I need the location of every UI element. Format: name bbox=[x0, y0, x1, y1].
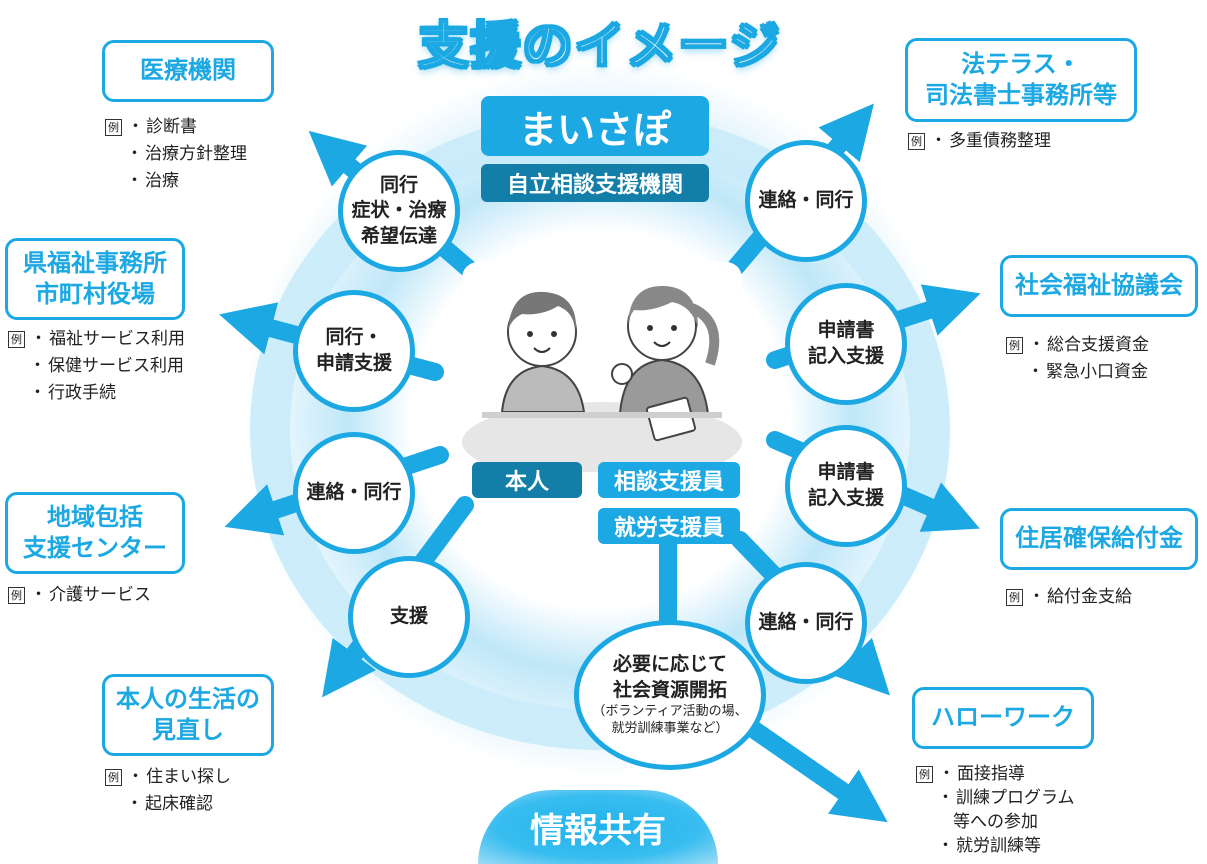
examples-medical: 例・診断書 ・治療方針整理 ・治療 bbox=[105, 114, 247, 195]
action-circle-welfare-office: 同行・ 申請支援 bbox=[293, 290, 415, 412]
center-name-badge: まいさぽ bbox=[481, 96, 709, 156]
examples-community: 例・介護サービス bbox=[8, 582, 151, 609]
person-label: 本人 bbox=[472, 462, 582, 498]
example-item: 等への参加 bbox=[953, 812, 1038, 832]
org-community-label-2: 支援センター bbox=[23, 534, 167, 562]
example-item: 例・福祉サービス利用 bbox=[8, 326, 185, 353]
example-item: ・緊急小口資金 bbox=[1027, 362, 1148, 382]
example-mark-icon: 例 bbox=[8, 586, 25, 604]
center-subtitle-badge: 自立相談支援機関 bbox=[481, 164, 709, 202]
action-text: 同行 症状・治療 希望伝達 bbox=[351, 173, 447, 247]
org-social-welfare-label: 社会福祉協議会 bbox=[1015, 271, 1183, 300]
diagram-title: 支援のイメージ bbox=[418, 16, 782, 76]
example-item: ・就労訓練等 bbox=[937, 836, 1041, 856]
example-item: ・治療 bbox=[126, 171, 179, 191]
action-circle-hellowork: 連絡・同行 bbox=[745, 562, 867, 684]
action-circle-social-welfare: 申請書 記入支援 bbox=[785, 283, 907, 405]
org-legal: 法テラス・ 司法書士事務所等 bbox=[905, 38, 1137, 122]
action-circle-resource: 必要に応じて 社会資源開拓 （ボランティア活動の場、 就労訓練事業など） bbox=[574, 620, 766, 770]
example-item: 例・診断書 bbox=[105, 114, 247, 141]
examples-housing: 例・給付金支給 bbox=[1006, 584, 1132, 611]
example-item: ・治療方針整理 bbox=[126, 144, 247, 164]
org-housing: 住居確保給付金 bbox=[1000, 508, 1198, 570]
org-medical-label: 医療機関 bbox=[140, 56, 236, 85]
example-mark-icon: 例 bbox=[105, 768, 122, 786]
action-circle-community: 連絡・同行 bbox=[293, 432, 415, 554]
org-hellowork-label: ハローワーク bbox=[931, 703, 1075, 732]
org-legal-label-1: 法テラス・ bbox=[961, 49, 1081, 78]
org-welfare-office-label-1: 県福祉事務所 bbox=[23, 248, 167, 277]
org-lifestyle-label-1: 本人の生活の bbox=[116, 684, 260, 713]
examples-lifestyle: 例・住まい探し ・起床確認 bbox=[105, 764, 231, 818]
staff-label-employment: 就労支援員 bbox=[598, 508, 740, 544]
org-legal-label-2: 司法書士事務所等 bbox=[925, 81, 1117, 109]
org-medical: 医療機関 bbox=[102, 40, 274, 102]
action-circle-medical: 同行 症状・治療 希望伝達 bbox=[338, 150, 460, 272]
examples-social-welfare: 例・総合支援資金 ・緊急小口資金 bbox=[1006, 332, 1149, 386]
info-share-dome: 情報共有 bbox=[478, 790, 718, 864]
example-item: 例・面接指導 bbox=[916, 762, 1075, 786]
example-item: ・行政手続 bbox=[29, 383, 116, 403]
action-circle-housing: 申請書 記入支援 bbox=[785, 425, 907, 547]
action-circle-legal: 連絡・同行 bbox=[745, 140, 867, 262]
action-text: 申請書 記入支援 bbox=[807, 461, 884, 509]
examples-welfare-office: 例・福祉サービス利用 ・保健サービス利用 ・行政手続 bbox=[8, 326, 185, 407]
org-social-welfare: 社会福祉協議会 bbox=[1000, 255, 1198, 317]
example-item: 例・総合支援資金 bbox=[1006, 332, 1149, 359]
action-circle-lifestyle: 支援 bbox=[348, 556, 470, 678]
action-text: 支援 bbox=[389, 605, 428, 628]
action-text: 連絡・同行 bbox=[758, 611, 854, 634]
staff-label-consultation: 相談支援員 bbox=[598, 462, 740, 498]
example-item: 例・給付金支給 bbox=[1006, 584, 1132, 611]
example-item: ・起床確認 bbox=[126, 794, 213, 814]
action-text: 連絡・同行 bbox=[306, 481, 402, 504]
example-mark-icon: 例 bbox=[916, 765, 933, 783]
arrow-resource-hellowork bbox=[731, 711, 888, 823]
org-lifestyle-label-2: 見直し bbox=[152, 716, 224, 744]
example-mark-icon: 例 bbox=[1006, 588, 1023, 606]
action-text: 連絡・同行 bbox=[758, 189, 854, 212]
org-welfare-office-label-2: 市町村役場 bbox=[35, 280, 155, 308]
example-mark-icon: 例 bbox=[908, 132, 925, 150]
action-text: 必要に応じて 社会資源開拓 （ボランティア活動の場、 就労訓練事業など） bbox=[592, 653, 748, 736]
org-hellowork: ハローワーク bbox=[912, 687, 1094, 749]
org-welfare-office: 県福祉事務所 市町村役場 bbox=[5, 238, 185, 320]
action-text: 同行・ 申請支援 bbox=[315, 326, 392, 374]
example-item: 例・介護サービス bbox=[8, 582, 151, 609]
example-item: ・訓練プログラム bbox=[937, 788, 1075, 808]
org-community-label-1: 地域包括 bbox=[47, 502, 143, 531]
example-mark-icon: 例 bbox=[105, 118, 122, 136]
org-housing-label: 住居確保給付金 bbox=[1015, 524, 1183, 553]
example-mark-icon: 例 bbox=[1006, 336, 1023, 354]
example-item: 例・多重債務整理 bbox=[908, 128, 1051, 155]
org-lifestyle: 本人の生活の 見直し bbox=[102, 674, 274, 756]
consultation-illustration bbox=[462, 286, 742, 472]
example-item: 例・住まい探し bbox=[105, 764, 231, 791]
example-mark-icon: 例 bbox=[8, 330, 25, 348]
action-text: 申請書 記入支援 bbox=[807, 319, 884, 367]
example-item: ・保健サービス利用 bbox=[29, 356, 184, 376]
examples-legal: 例・多重債務整理 bbox=[908, 128, 1051, 155]
org-community: 地域包括 支援センター bbox=[5, 492, 185, 574]
examples-hellowork: 例・面接指導 ・訓練プログラム 等への参加 ・就労訓練等 bbox=[916, 762, 1075, 858]
